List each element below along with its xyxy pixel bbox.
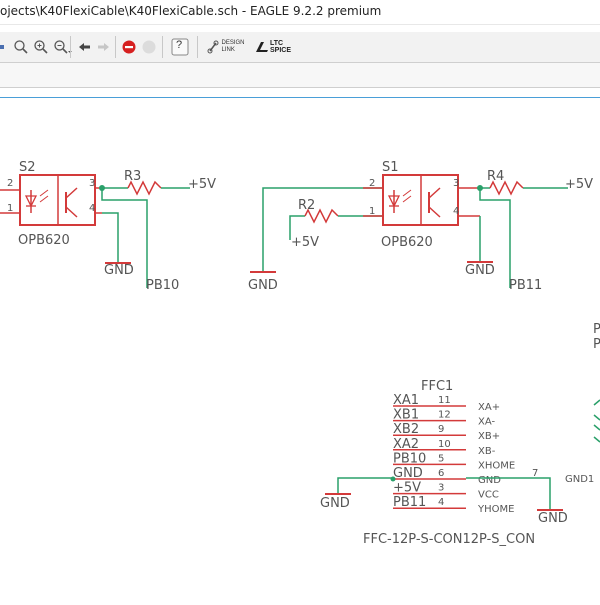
ffc1-name: FFC1 xyxy=(421,379,453,394)
s1-value: OPB620 xyxy=(381,235,433,250)
gnd-label: GND xyxy=(465,263,495,278)
zoom-in-icon[interactable] xyxy=(32,37,50,57)
ffc1-net-label: GND xyxy=(393,466,423,481)
zoom-fit-icon[interactable] xyxy=(12,37,30,57)
ffc1-net-label: XB2 xyxy=(393,422,419,437)
s2-value: OPB620 xyxy=(18,233,70,248)
r2-resistor[interactable]: R2 +5V xyxy=(289,198,383,250)
s2-name: S2 xyxy=(19,160,36,175)
ffc1-net-label: PB10 xyxy=(393,451,426,466)
ffc1-pad-label: VCC xyxy=(478,490,499,501)
edge-label: P xyxy=(593,337,600,352)
ffc1-pad-label: XA- xyxy=(478,417,495,428)
r3-resistor[interactable]: R3 +5V xyxy=(102,169,216,196)
s1-anode-net[interactable] xyxy=(262,187,383,272)
ffc1-pin-number: 6 xyxy=(438,468,444,479)
ffc1-pin-number: 4 xyxy=(438,497,444,508)
edge-nets xyxy=(593,399,600,443)
r4-resistor[interactable]: R4 +5V xyxy=(480,169,593,196)
ffc1-net-label: +5V xyxy=(393,481,421,496)
ffc1-net-label: XA1 xyxy=(393,393,419,408)
ffc1-pin-7: 7 xyxy=(532,468,538,479)
s2-pin-1: 1 xyxy=(7,203,13,214)
ffc1-pin-number: 9 xyxy=(438,424,444,435)
gnd-label: GND xyxy=(104,263,134,278)
stop-icon[interactable] xyxy=(120,37,138,57)
s2-gnd-net[interactable] xyxy=(102,212,119,263)
ffc1-value: FFC-12P-S-CON12P-S_CON xyxy=(363,532,535,547)
s2-pin-4: 4 xyxy=(89,203,95,214)
ffc1-pin-number: 3 xyxy=(438,483,444,494)
toolbar-separator xyxy=(197,36,198,58)
ffc1-pin-number: 5 xyxy=(438,453,444,464)
pb11-label: PB11 xyxy=(509,278,542,293)
ffc1-pad-label: XHOME xyxy=(478,460,515,471)
ffc1-pin-number: 11 xyxy=(438,395,451,406)
r2-supply-label: +5V xyxy=(291,235,319,250)
canvas-top-border xyxy=(0,97,600,98)
s1-pin-2: 2 xyxy=(369,178,375,189)
window-title: ojects\K40FlexiCable\K40FlexiCable.sch -… xyxy=(0,4,382,18)
ffc1-pad-label: YHOME xyxy=(477,504,514,515)
ffc1-pin-number: 10 xyxy=(438,439,451,450)
help-button[interactable]: ? xyxy=(170,37,190,57)
ffc1-pad-label: GND xyxy=(478,475,501,486)
toolbar-separator xyxy=(70,36,71,58)
r2-label: R2 xyxy=(298,198,315,213)
ffc1-pad-gnd1: GND1 xyxy=(565,474,594,485)
s1-pin-1: 1 xyxy=(369,206,375,217)
s1-pin-4: 4 xyxy=(453,206,459,217)
r4-label: R4 xyxy=(487,169,504,184)
pb10-net[interactable] xyxy=(101,188,148,288)
go-icon[interactable] xyxy=(140,37,158,57)
ffc1-pad-label: XB- xyxy=(478,446,496,457)
s2-pin-3: 3 xyxy=(89,178,95,189)
pb11-net[interactable] xyxy=(479,188,511,288)
r3-supply-label: +5V xyxy=(188,177,216,192)
ltspice-button[interactable]: LTC SPICE xyxy=(252,37,294,57)
gnd-label: GND xyxy=(538,511,568,526)
pb10-label: PB10 xyxy=(146,278,179,293)
design-link-label-2: LINK xyxy=(221,47,235,53)
toolbar-edge-icon[interactable] xyxy=(0,37,8,57)
toolbar-separator xyxy=(115,36,116,58)
undo-icon[interactable] xyxy=(75,37,93,57)
gnd-label: GND xyxy=(320,496,350,511)
s1-pin-3: 3 xyxy=(453,178,459,189)
parameter-toolbar xyxy=(0,63,600,88)
schematic-canvas[interactable]: 2 1 3 4 S2 OPB620 R3 +5V GND PB10 GND R2… xyxy=(0,98,600,600)
design-link-button[interactable]: DESIGN LINK xyxy=(206,37,246,57)
ffc1-net-label: XB1 xyxy=(393,408,419,423)
toolbar-separator xyxy=(162,36,163,58)
redo-icon[interactable] xyxy=(95,37,113,57)
s2-part[interactable]: 2 1 3 4 S2 OPB620 xyxy=(0,160,102,248)
s2-pin-2: 2 xyxy=(7,178,13,189)
edge-label: P xyxy=(593,322,600,337)
design-link-label-1: DESIGN xyxy=(221,40,245,46)
ffc1-net-label: PB11 xyxy=(393,495,426,510)
ffc1-pad-label: XA+ xyxy=(478,402,500,413)
ffc1-pin-number: 12 xyxy=(438,410,451,421)
s1-part[interactable]: 2 1 3 4 S1 OPB620 xyxy=(363,160,480,250)
ltspice-label-2: SPICE xyxy=(269,47,291,54)
r3-label: R3 xyxy=(124,169,141,184)
help-label: ? xyxy=(176,39,183,51)
title-bar: ojects\K40FlexiCable\K40FlexiCable.sch -… xyxy=(0,0,600,25)
r4-supply-label: +5V xyxy=(565,177,593,192)
s1-name: S1 xyxy=(382,160,399,175)
ffc1-net-label: XA2 xyxy=(393,437,419,452)
ltspice-icon xyxy=(255,42,268,52)
gnd-label: GND xyxy=(248,278,278,293)
ffc1-pad-label: XB+ xyxy=(478,431,500,442)
ltspice-label-1: LTC xyxy=(269,40,284,47)
